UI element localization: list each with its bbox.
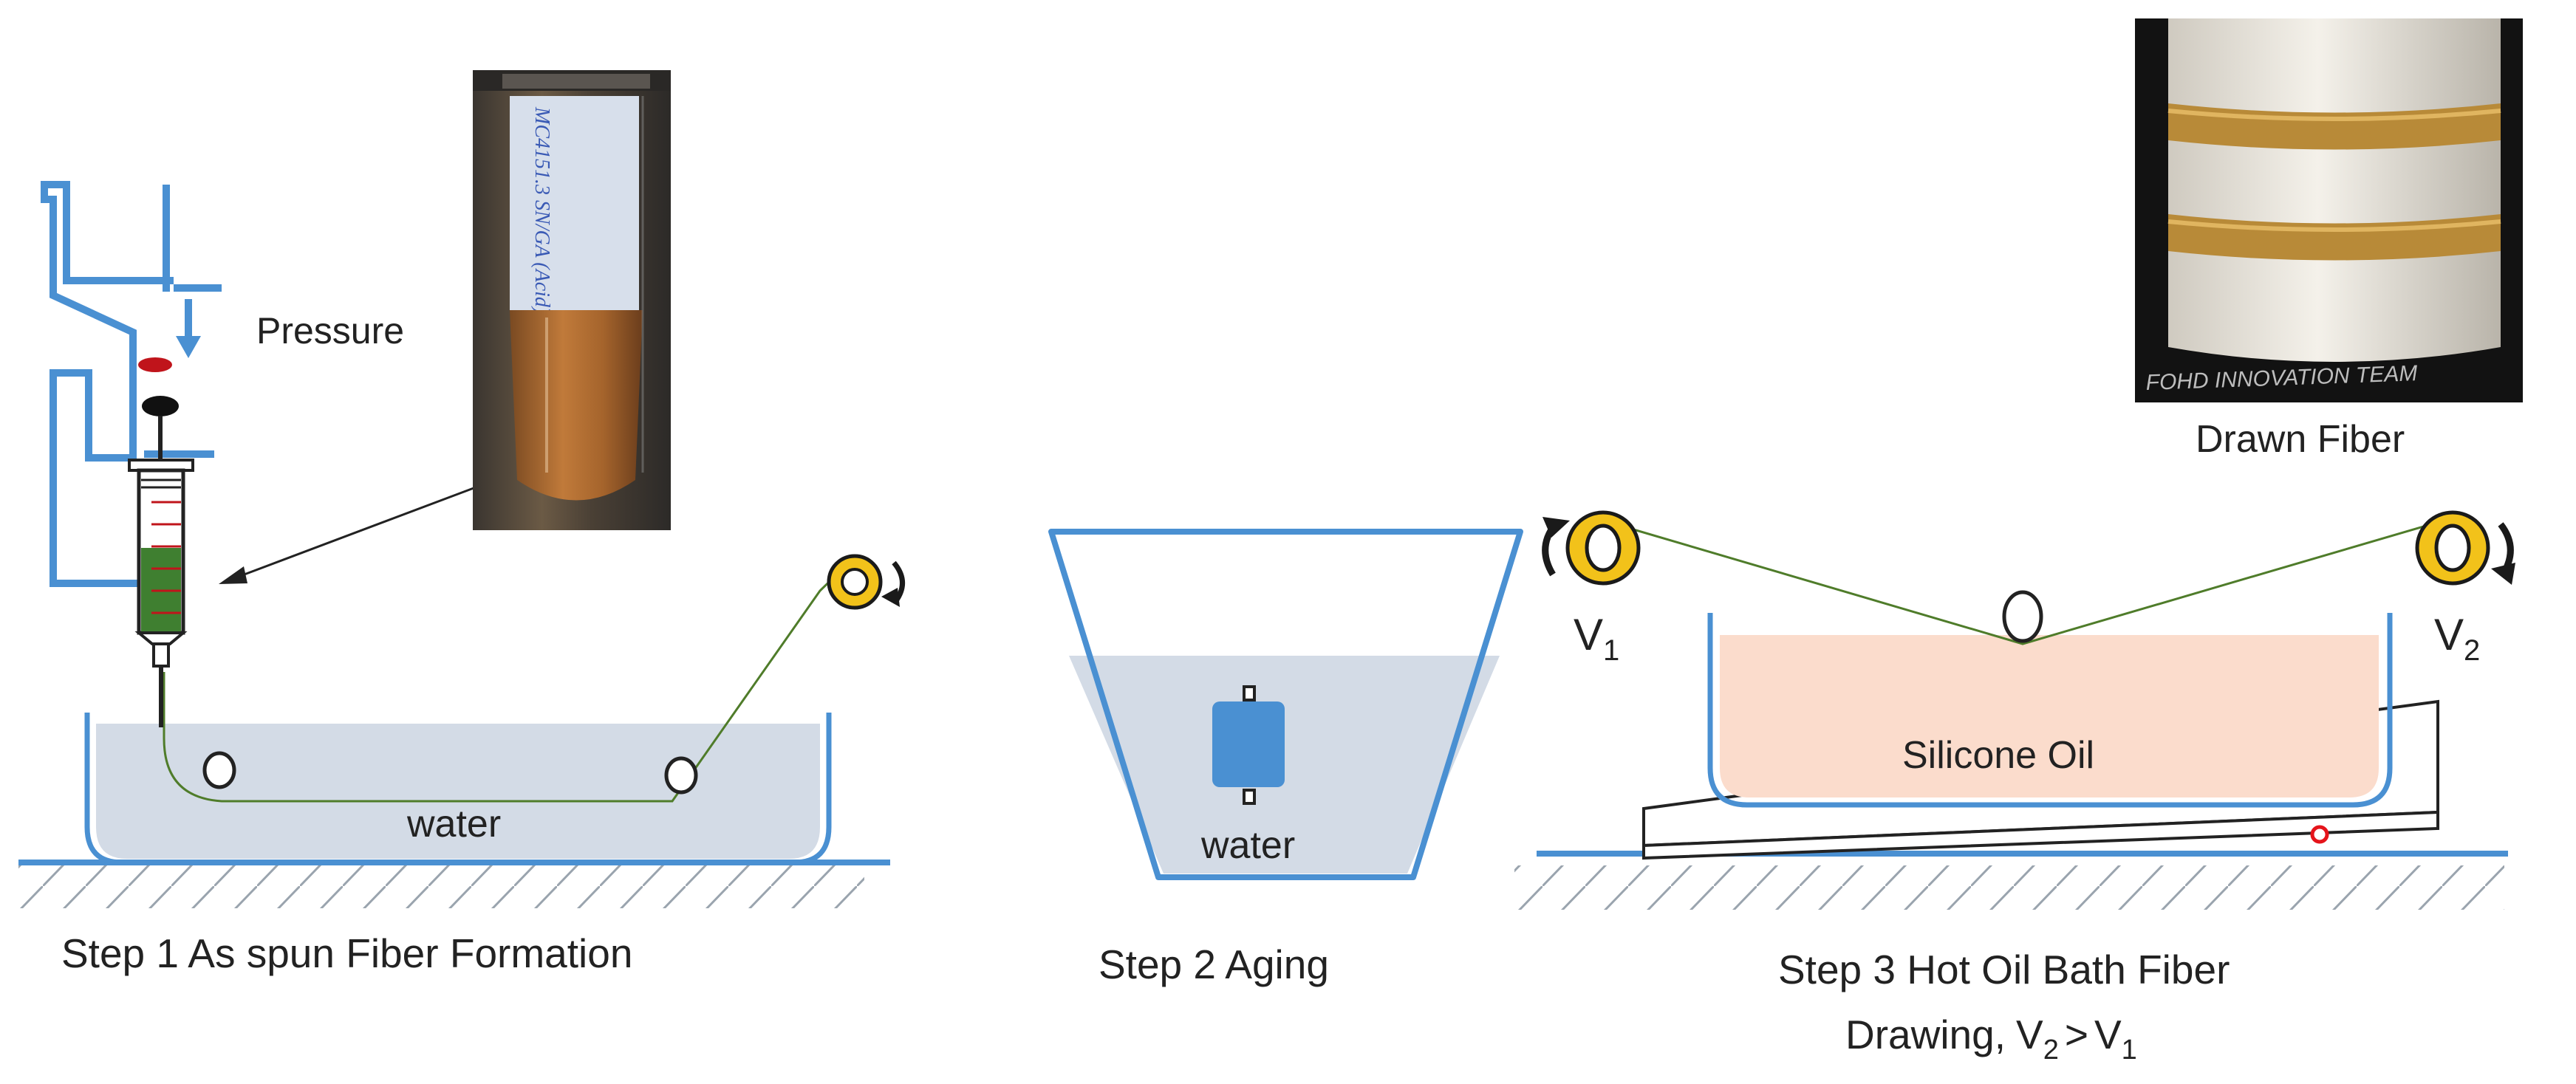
step1-caption: Step 1 As spun Fiber Formation [61, 930, 632, 976]
drawn-fiber-caption: Drawn Fiber [2196, 418, 2405, 461]
v2-label: V2 [2434, 610, 2480, 667]
step3-oil [1720, 635, 2379, 797]
step3-fiber [1595, 515, 2457, 645]
step2-caption: Step 2 Aging [1099, 941, 1329, 987]
drawn-fiber-photo: FOHD INNOVATION TEAM [2135, 18, 2523, 402]
step1-photo-pointer [236, 480, 492, 579]
step3-panel: Silicone Oil V1 V2 FOHD INNOVATION TEAM … [1514, 18, 2523, 1066]
step3-oil-label: Silicone Oil [1902, 734, 2094, 777]
step1-bath-outline [84, 713, 832, 865]
step2-panel: water Step 2 Aging [1048, 529, 1523, 987]
step2-sample [1212, 701, 1285, 787]
step1-pump-frame [41, 181, 174, 587]
step3-guide-roller [2002, 590, 2043, 643]
v1-label: V1 [1574, 610, 1619, 667]
tube-label-text: MC4151.3 SN/GA (Acid) Ua [530, 106, 553, 344]
step1-plunger-head [142, 396, 179, 416]
step1-tube-photo: MC4151.3 SN/GA (Acid) Ua [473, 70, 671, 530]
step1-fiber [163, 563, 848, 803]
step1-water-label: water [406, 803, 501, 845]
step1-syringe [128, 416, 194, 727]
step2-container [1048, 529, 1523, 880]
step3-ground-hatch [1514, 865, 2504, 910]
step1-roller-left [202, 751, 236, 789]
step1-ground-hatch [18, 864, 864, 908]
step3-bath-outline [1707, 613, 2393, 808]
step3-indicator-light [2310, 825, 2329, 844]
step1-red-seal [138, 357, 172, 372]
step3-caption-line2: Drawing,V2>V1 [1845, 1012, 2137, 1066]
step1-panel: Pressure MC4151.3 SN/GA (Acid) Ua water … [18, 70, 905, 976]
step1-water [96, 724, 820, 859]
step1-roller-right [664, 756, 698, 795]
step3-caption-line1: Step 3 Hot Oil Bath Fiber [1778, 947, 2230, 992]
pressure-label: Pressure [256, 310, 404, 351]
step2-water-label: water [1200, 824, 1295, 867]
